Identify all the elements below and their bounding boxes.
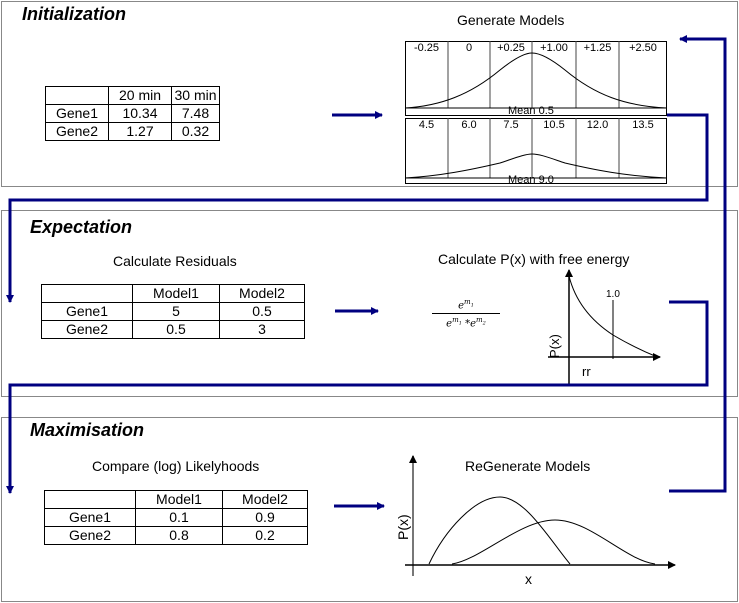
table-row: Gene2 0.8 0.2 <box>44 526 308 545</box>
table-cell: 0.32 <box>171 122 220 141</box>
model1-tick-label: +1.25 <box>583 42 612 54</box>
residuals-table: Model1 Model2 Gene1 5 0.5 Gene2 0.5 3 <box>41 284 305 339</box>
table-cell: 10.34 <box>108 104 172 123</box>
table-row: Gene2 0.5 3 <box>41 320 305 339</box>
table-cell: Model1 <box>132 284 220 303</box>
arrow-expect-to-max <box>6 300 709 494</box>
regen-plot-xlabel: x <box>525 571 532 587</box>
model2-mean-label: Mean 9.0 <box>508 174 554 186</box>
table-cell: 0.1 <box>135 508 223 527</box>
table-cell: 0.5 <box>132 320 220 339</box>
model2-box <box>405 118 667 184</box>
generate-models-title: Generate Models <box>457 12 565 28</box>
table-row: Gene1 5 0.5 <box>41 302 305 321</box>
table-cell: 7.48 <box>171 104 220 123</box>
model1-tick-label: 0 <box>465 42 473 54</box>
model2-tick-label: 10.5 <box>543 119 565 131</box>
model1-tick-label: +2.50 <box>629 42 657 54</box>
calculate-residuals-title: Calculate Residuals <box>113 253 237 269</box>
px-plot-xlabel: rr <box>582 364 591 379</box>
model2-tick-label: 6.0 <box>461 119 477 131</box>
regenerate-models-title: ReGenerate Models <box>465 458 591 474</box>
table-cell: Model1 <box>135 490 223 509</box>
table-cell: Gene2 <box>41 320 133 339</box>
regen-curve-1 <box>428 496 571 565</box>
model1-curve <box>404 52 668 109</box>
table-cell: 0.8 <box>135 526 223 545</box>
table-cell: Gene1 <box>44 508 136 527</box>
formula-numerator: em1 <box>432 298 500 315</box>
expression-table: 20 min 30 min Gene1 10.34 7.48 Gene2 1.2… <box>45 86 220 141</box>
table-cell: Gene2 <box>44 526 136 545</box>
free-energy-formula: em1 em1 *em2 <box>432 298 500 330</box>
flow-arrows <box>6 35 727 510</box>
model2-tick-label: 12.0 <box>586 119 609 131</box>
regen-curve-2 <box>451 519 656 565</box>
model1-grid <box>405 41 667 109</box>
px-decay-curve <box>568 275 656 357</box>
table-row: Gene1 10.34 7.48 <box>45 104 220 123</box>
formula-denominator: em1 *em2 <box>446 316 486 330</box>
model2-tick-label: 4.5 <box>418 119 435 131</box>
arrow-init-to-expect <box>6 113 709 303</box>
maximisation-title: Maximisation <box>30 420 145 440</box>
table-header-row: Model1 Model2 <box>44 490 308 509</box>
initialization-title: Initialization <box>22 4 127 24</box>
px-plot-marker-label: 1.0 <box>606 289 620 300</box>
model1-tick-label: +1.00 <box>540 42 568 54</box>
model2-curve <box>404 153 668 179</box>
compare-likelihoods-title: Compare (log) Likelyhoods <box>92 458 260 474</box>
arrow-loop-back <box>669 35 727 493</box>
likelihoods-table: Model1 Model2 Gene1 0.1 0.9 Gene2 0.8 0.… <box>44 490 308 545</box>
table-cell: Gene1 <box>45 104 109 123</box>
table-cell: 0.2 <box>222 526 308 545</box>
model2-tick-label: 13.5 <box>632 119 654 131</box>
model2-grid <box>405 118 667 179</box>
table-row: Gene2 1.27 0.32 <box>45 122 220 141</box>
model1-tick-label: -0.25 <box>413 42 440 54</box>
table-cell: Model2 <box>222 490 308 509</box>
table-cell: Gene1 <box>41 302 133 321</box>
model1-tick-label: +0.25 <box>497 42 525 54</box>
calculate-px-title: Calculate P(x) with free energy <box>438 251 630 267</box>
model1-box <box>405 41 667 116</box>
model2-tick-label: 7.5 <box>503 119 519 131</box>
table-cell: 3 <box>219 320 305 339</box>
table-row: Gene1 0.1 0.9 <box>44 508 308 527</box>
expectation-title: Expectation <box>30 217 133 237</box>
